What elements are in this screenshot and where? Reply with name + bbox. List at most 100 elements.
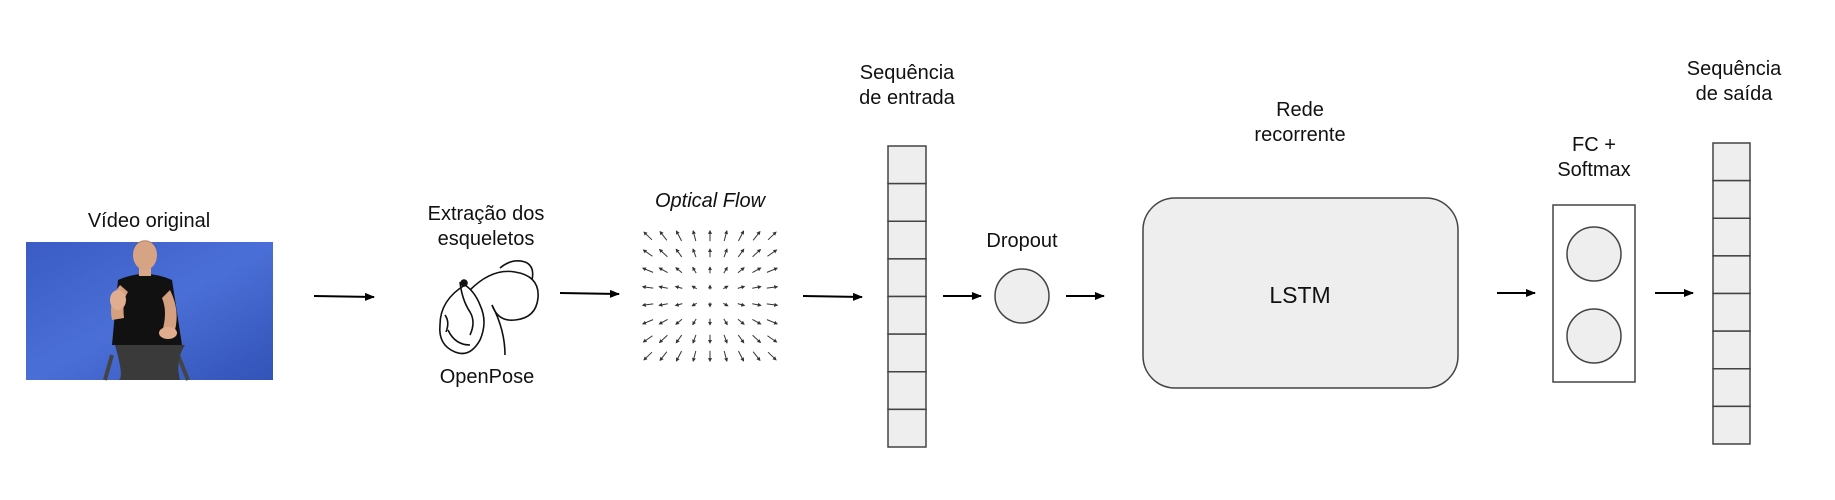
flow-vector: [675, 267, 683, 274]
flow-vector: [692, 248, 697, 258]
flow-vector: [767, 231, 777, 241]
sequence-cell: [887, 408, 927, 448]
flow-vector: [752, 285, 762, 290]
flow-vector: [691, 302, 697, 307]
sequence-cell: [887, 145, 927, 185]
skeleton-label-line2: esqueletos: [437, 228, 535, 250]
input-sequence-label-line1: Sequência: [859, 62, 955, 84]
sequence-cell: [1712, 368, 1751, 408]
sequence-cell: [887, 371, 927, 411]
sequence-cell: [1712, 179, 1751, 219]
input-sequence-label-line2: de entrada: [859, 87, 955, 109]
flow-vector: [692, 334, 697, 344]
flow-vector: [752, 351, 761, 362]
flow-vector: [766, 319, 779, 325]
flow-vector: [766, 285, 779, 290]
flow-vector: [691, 285, 697, 290]
flow-vector: [643, 231, 653, 241]
video-label-text: Vídeo original: [87, 210, 211, 232]
video-label: Vídeo original: [56, 209, 242, 234]
flow-vector: [767, 249, 778, 257]
flow-vector: [723, 285, 729, 290]
sequence-cell: [1712, 330, 1751, 370]
flow-vector: [737, 302, 746, 307]
flow-vector: [674, 302, 683, 307]
sequence-cell: [887, 295, 927, 335]
output-sequence-label: Sequência de saída: [1659, 57, 1809, 107]
output-sequence-label-line2: de saída: [1695, 83, 1773, 105]
openpose-logo: [438, 260, 539, 356]
input-sequence-label: Sequência de entrada: [832, 61, 982, 111]
flow-vector: [766, 267, 779, 273]
flow-vector: [692, 229, 697, 242]
dropout-node: [994, 268, 1050, 324]
flow-vector: [752, 248, 762, 258]
flow-vector: [674, 285, 683, 290]
optical-flow-label: Optical Flow: [620, 189, 800, 214]
sequence-cell: [887, 333, 927, 373]
fc-unit: [1566, 226, 1622, 282]
flow-vector: [658, 319, 668, 325]
flow-vector: [659, 230, 668, 241]
flow-vector: [692, 350, 697, 363]
output-sequence-label-line1: Sequência: [1686, 58, 1782, 80]
fc-unit: [1566, 308, 1622, 364]
flow-vector: [641, 319, 654, 325]
flow-vector: [723, 318, 728, 326]
flow-vector: [737, 248, 745, 258]
sequence-cell: [1712, 142, 1751, 182]
flow-vector: [766, 302, 779, 307]
flow-vector: [643, 351, 653, 361]
flow-vector: [692, 318, 697, 326]
fc-label: FC + Softmax: [1534, 133, 1654, 183]
arrow: [802, 292, 863, 301]
input-sequence-column: [887, 145, 927, 448]
flow-vector: [723, 334, 728, 344]
output-sequence-column: [1712, 142, 1751, 445]
rnn-label-line1: Rede: [1276, 99, 1324, 121]
video-frame: [26, 240, 273, 381]
flow-vector: [658, 248, 668, 258]
flow-vector: [676, 230, 682, 242]
lstm-box: [1142, 197, 1459, 389]
sequence-cell: [1712, 292, 1751, 332]
flow-vector: [723, 266, 728, 274]
flow-vector: [738, 350, 744, 362]
lstm-label: LSTM: [1269, 282, 1330, 308]
flow-vector: [641, 267, 654, 273]
flow-vector: [752, 319, 762, 325]
sequence-cell: [887, 258, 927, 298]
flow-vector: [676, 350, 682, 362]
fc-label-line1: FC +: [1572, 134, 1616, 156]
flow-arrows: [313, 289, 1694, 301]
sequence-cell: [1712, 217, 1751, 257]
flow-vector: [752, 302, 762, 307]
flow-vector: [767, 351, 777, 361]
sequence-cell: [1712, 405, 1751, 445]
flow-vector: [738, 230, 744, 242]
flow-vector: [752, 230, 761, 241]
flow-vector: [658, 302, 668, 307]
flow-vector: [723, 248, 728, 258]
flow-vector: [723, 350, 728, 363]
skeleton-label-line1: Extração dos: [427, 203, 545, 225]
rnn-label-line2: recorrente: [1254, 124, 1346, 146]
flow-vector: [723, 302, 729, 307]
signer-figure: [103, 240, 190, 381]
sequence-cell: [887, 182, 927, 222]
flow-vector: [658, 334, 668, 344]
flow-vector: [642, 335, 653, 343]
dropout-label: Dropout: [972, 229, 1072, 254]
optical-flow-label-text: Optical Flow: [654, 190, 766, 212]
flow-vector: [659, 351, 668, 362]
flow-vector: [641, 302, 654, 307]
openpose-text-span: OpenPose: [439, 366, 535, 388]
flow-vector: [752, 267, 762, 273]
sequence-cell: [1712, 255, 1751, 295]
optical-flow-field: [641, 229, 779, 363]
flow-vector: [723, 229, 728, 242]
flow-vector: [737, 285, 746, 290]
flow-vector: [658, 267, 668, 273]
flow-vector: [675, 248, 683, 258]
